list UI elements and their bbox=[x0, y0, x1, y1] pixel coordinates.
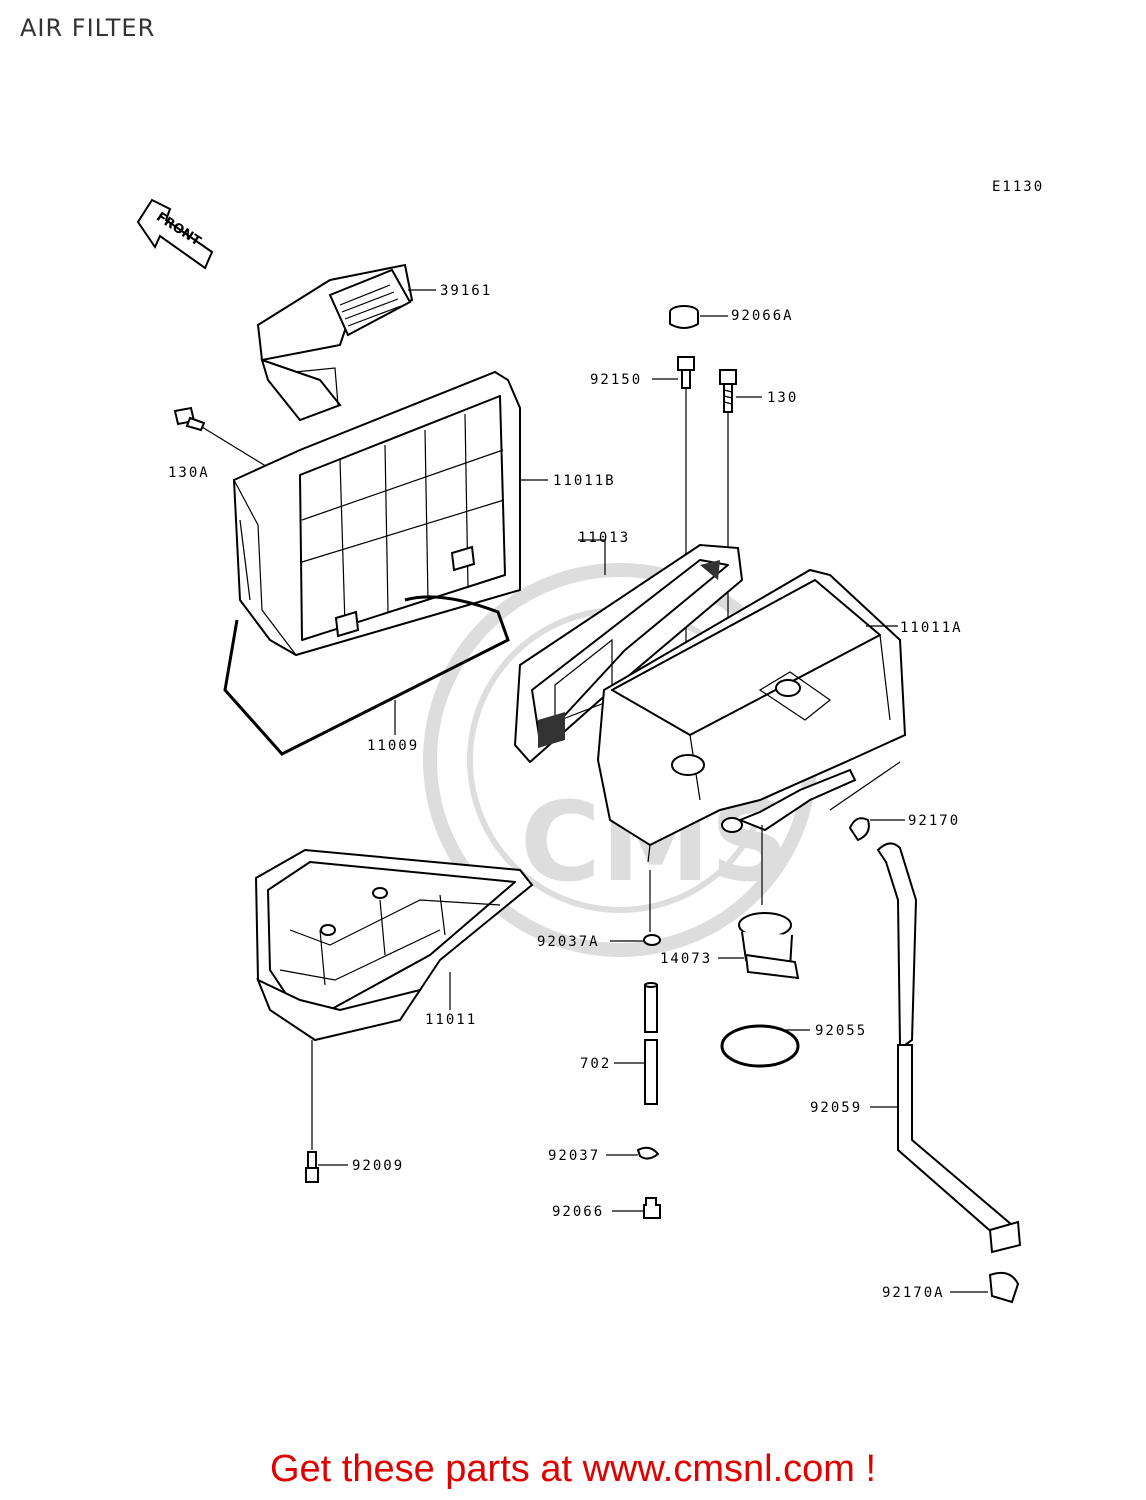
label-14073: 14073 bbox=[660, 951, 712, 967]
label-11013: 11013 bbox=[578, 530, 630, 546]
part-92170-clamp bbox=[848, 817, 870, 842]
part-11009-seal bbox=[223, 595, 510, 756]
part-11011-lower-case bbox=[254, 848, 534, 1042]
label-11011A: 11011A bbox=[900, 620, 963, 636]
label-92009: 92009 bbox=[352, 1158, 404, 1174]
part-92170A-clamp bbox=[988, 1271, 1020, 1304]
label-92066A: 92066A bbox=[731, 308, 794, 324]
diagram-code: E1130 bbox=[992, 179, 1044, 195]
label-702: 702 bbox=[580, 1056, 611, 1072]
part-702-tube bbox=[644, 982, 658, 1105]
label-92037: 92037 bbox=[548, 1148, 600, 1164]
part-11011B-case bbox=[232, 370, 521, 657]
label-92066: 92066 bbox=[552, 1204, 604, 1220]
part-92055-o-ring bbox=[720, 1024, 800, 1068]
label-39161: 39161 bbox=[440, 283, 492, 299]
part-92037A-clip bbox=[643, 934, 661, 946]
label-11011: 11011 bbox=[425, 1012, 477, 1028]
page-title: AIR FILTER bbox=[20, 14, 156, 42]
label-92170: 92170 bbox=[908, 813, 960, 829]
label-92150: 92150 bbox=[590, 372, 642, 388]
part-130A-bolt bbox=[173, 406, 206, 432]
part-92150-bolt bbox=[677, 356, 695, 389]
label-92059: 92059 bbox=[810, 1100, 862, 1116]
part-92066A-plug bbox=[669, 305, 699, 329]
part-39161-duct bbox=[256, 263, 414, 422]
part-92059-hose bbox=[876, 842, 1022, 1254]
part-11013-element bbox=[513, 543, 744, 764]
label-92055: 92055 bbox=[815, 1023, 867, 1039]
part-14073-joint bbox=[738, 912, 800, 980]
part-130-bolt bbox=[719, 369, 737, 413]
label-130A: 130A bbox=[168, 465, 210, 481]
label-92170A: 92170A bbox=[882, 1285, 945, 1301]
label-11011B: 11011B bbox=[553, 473, 616, 489]
footer-link[interactable]: Get these parts at www.cmsnl.com ! bbox=[269, 1448, 877, 1490]
label-11009: 11009 bbox=[367, 738, 419, 754]
part-11011A-cover bbox=[596, 568, 907, 863]
part-92009-bolt bbox=[305, 1151, 319, 1183]
front-arrow-icon: FRONT bbox=[136, 198, 214, 270]
part-92066-plug bbox=[643, 1197, 661, 1219]
part-92037-clip bbox=[636, 1146, 660, 1160]
label-130: 130 bbox=[767, 390, 798, 406]
label-92037A: 92037A bbox=[537, 934, 600, 950]
